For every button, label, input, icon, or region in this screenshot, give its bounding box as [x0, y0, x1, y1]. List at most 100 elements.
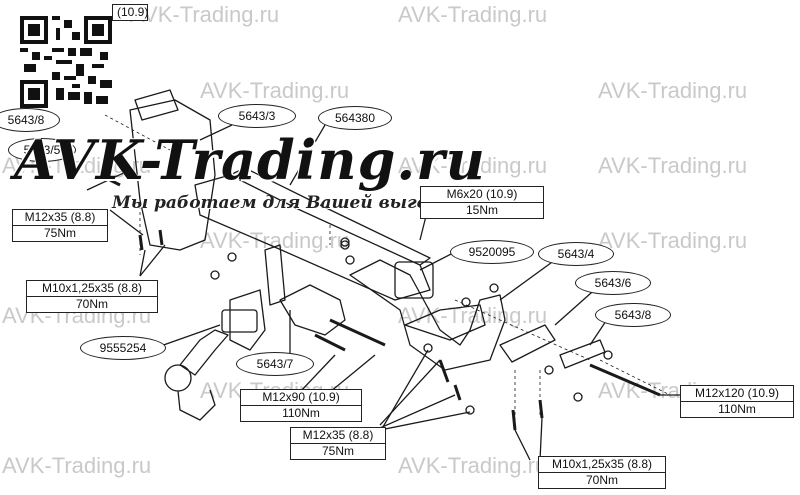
- nut: [461, 297, 471, 307]
- bolt-spec: M6x20 (10.9): [421, 187, 543, 203]
- callout-5643-4: 5643/4: [538, 242, 614, 266]
- leader-line: [539, 417, 543, 461]
- brand-slogan: Мы работаем для Вашей выгоды: [112, 193, 458, 213]
- cross-beam: [194, 174, 431, 301]
- spec-box: M12x35 (8.8) 75Nm: [12, 209, 108, 242]
- leader-line: [514, 429, 531, 461]
- callout-9520095: 9520095: [450, 240, 534, 264]
- nut: [465, 405, 475, 415]
- bolt-spec: M12x35 (8.8): [13, 210, 107, 226]
- leader-line: [299, 354, 336, 393]
- bolt: [109, 178, 121, 187]
- spec-box: M10x1,25x35 (8.8) 70Nm: [26, 280, 158, 313]
- bolt: [453, 384, 462, 401]
- spec-box: M10x1,25x35 (8.8) 70Nm: [538, 456, 666, 489]
- right-bracket: [349, 259, 506, 371]
- nut: [340, 237, 350, 247]
- bolt-spec: M12x90 (10.9): [241, 390, 361, 406]
- leader-line: [419, 251, 456, 271]
- center-hanger: [264, 244, 286, 306]
- nut: [345, 255, 355, 265]
- bolt-spec: M12x35 (8.8): [291, 428, 385, 444]
- callout-9555254: 9555254: [80, 336, 166, 360]
- watermark: AVK-Trading.ru: [598, 78, 748, 103]
- callout-5643-8-left: 5643/8: [0, 108, 60, 132]
- callout-5643-3: 5643/3: [218, 104, 296, 128]
- lower-bracket-left: [279, 284, 346, 336]
- nut: [227, 252, 237, 262]
- tow-ball-mount: [229, 289, 266, 351]
- axis-line: [599, 359, 671, 396]
- torque-spec: 110Nm: [282, 406, 320, 420]
- tow-neck: [179, 329, 229, 376]
- spec-box: M12x35 (8.8) 75Nm: [290, 427, 386, 460]
- leader-line: [199, 124, 233, 141]
- leader-line: [379, 394, 456, 429]
- spec-box: M12x120 (10.9) 110Nm: [680, 385, 794, 418]
- nut: [603, 350, 613, 360]
- left-bracket-plate: [134, 89, 179, 121]
- cross-beam-top: [229, 167, 431, 266]
- watermark: AVK-Trading.ru: [130, 2, 280, 27]
- nut: [423, 343, 433, 353]
- torque-spec: 75Nm: [321, 444, 354, 458]
- bolt-spec: M10x1,25x35 (8.8): [27, 281, 157, 297]
- leader-line: [329, 354, 376, 393]
- callout-5643-5-left: 5643/5: [8, 138, 76, 162]
- leader-line: [499, 259, 556, 301]
- right-plate: [404, 304, 486, 341]
- electrical-socket: [394, 261, 434, 299]
- nut: [210, 270, 220, 280]
- leader-line: [86, 169, 131, 191]
- leader-line: [139, 244, 166, 277]
- watermark: AVK-Trading.ru: [398, 453, 548, 478]
- leader-line: [379, 411, 471, 431]
- plate-5643-6: [559, 339, 606, 369]
- nut: [340, 240, 350, 250]
- torque-spec: 15Nm: [465, 203, 498, 217]
- leader-line: [289, 124, 326, 186]
- brand-logo: AVK-Trading.ru: [14, 128, 486, 192]
- callout-5643-7: 5643/7: [236, 352, 314, 376]
- wiring-connector: [221, 309, 258, 333]
- nut: [544, 365, 554, 375]
- bolt-m12x120: [589, 363, 661, 397]
- qr-code-icon: [20, 16, 112, 108]
- bolt-spec: M10x1,25x35 (8.8): [539, 457, 665, 473]
- nut: [573, 392, 583, 402]
- spec-box-fragment: (10.9): [112, 4, 148, 21]
- spec-box: M6x20 (10.9) 15Nm: [420, 186, 544, 219]
- bolt-m12x90: [329, 318, 386, 347]
- bolt-m12x90-b: [314, 333, 346, 352]
- plate-5643-4: [499, 324, 556, 363]
- bolt: [158, 229, 164, 246]
- bolt: [438, 359, 450, 383]
- spec-box: M12x90 (10.9) 110Nm: [240, 389, 362, 422]
- callout-5643-8: 5643/8: [595, 303, 671, 327]
- leader-line: [379, 349, 429, 433]
- watermark: AVK-Trading.ru: [398, 153, 548, 178]
- watermark: AVK-Trading.ru: [398, 2, 548, 27]
- watermark: AVK-Trading.ru: [598, 153, 748, 178]
- callout-564380: 564380: [318, 106, 392, 130]
- watermark: AVK-Trading.ru: [598, 228, 748, 253]
- watermark: AVK-Trading.ru: [2, 453, 152, 478]
- nut: [489, 283, 499, 293]
- torque-spec: 70Nm: [585, 473, 618, 487]
- left-bracket: [129, 99, 216, 251]
- tow-arm: [177, 389, 216, 421]
- torque-spec: 75Nm: [43, 226, 76, 240]
- watermark: AVK-Trading.ru: [200, 78, 350, 103]
- leader-line: [154, 324, 221, 349]
- torque-spec: 110Nm: [718, 402, 756, 416]
- bolt-spec: (10.9): [117, 5, 149, 19]
- axis-line: [454, 299, 591, 361]
- torque-spec: 70Nm: [75, 297, 108, 311]
- axis-line: [104, 114, 171, 151]
- bolt-spec: M12x120 (10.9): [681, 386, 793, 402]
- tow-ball: [164, 364, 192, 392]
- watermark: AVK-Trading.ru: [200, 228, 350, 253]
- leader-line: [139, 249, 146, 277]
